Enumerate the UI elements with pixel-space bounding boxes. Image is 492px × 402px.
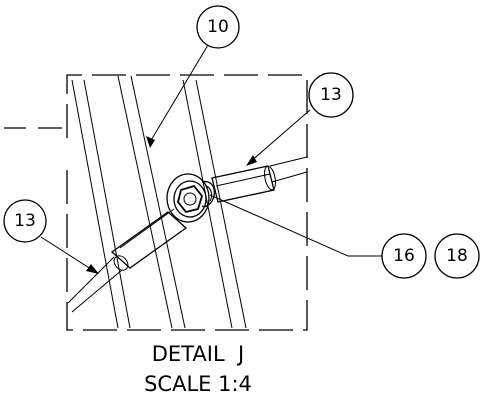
frame-members: [71, 75, 247, 329]
fastener: [166, 173, 216, 223]
balloon-18: 18: [434, 233, 480, 279]
balloon-10: 10: [196, 5, 240, 49]
balloon-16: 16: [381, 233, 427, 279]
balloon-16-label: 16: [393, 246, 415, 266]
detail-title: DETAIL J: [152, 342, 244, 366]
leader-lines: [40, 44, 382, 274]
balloon-10-label: 10: [207, 17, 229, 37]
balloon-13-left: 13: [3, 199, 47, 243]
balloon-13-left-label: 13: [14, 211, 36, 231]
balloon-13-top: 13: [308, 72, 354, 118]
rod-upper-right: [211, 156, 308, 203]
detail-scale: SCALE 1:4: [144, 372, 252, 396]
balloon-18-label: 18: [446, 246, 468, 266]
balloon-13-top-label: 13: [320, 85, 342, 105]
detail-boundary: [4, 74, 308, 331]
detail-caption: DETAIL J SCALE 1:4: [144, 342, 252, 396]
rod-lower-left: [67, 208, 188, 313]
